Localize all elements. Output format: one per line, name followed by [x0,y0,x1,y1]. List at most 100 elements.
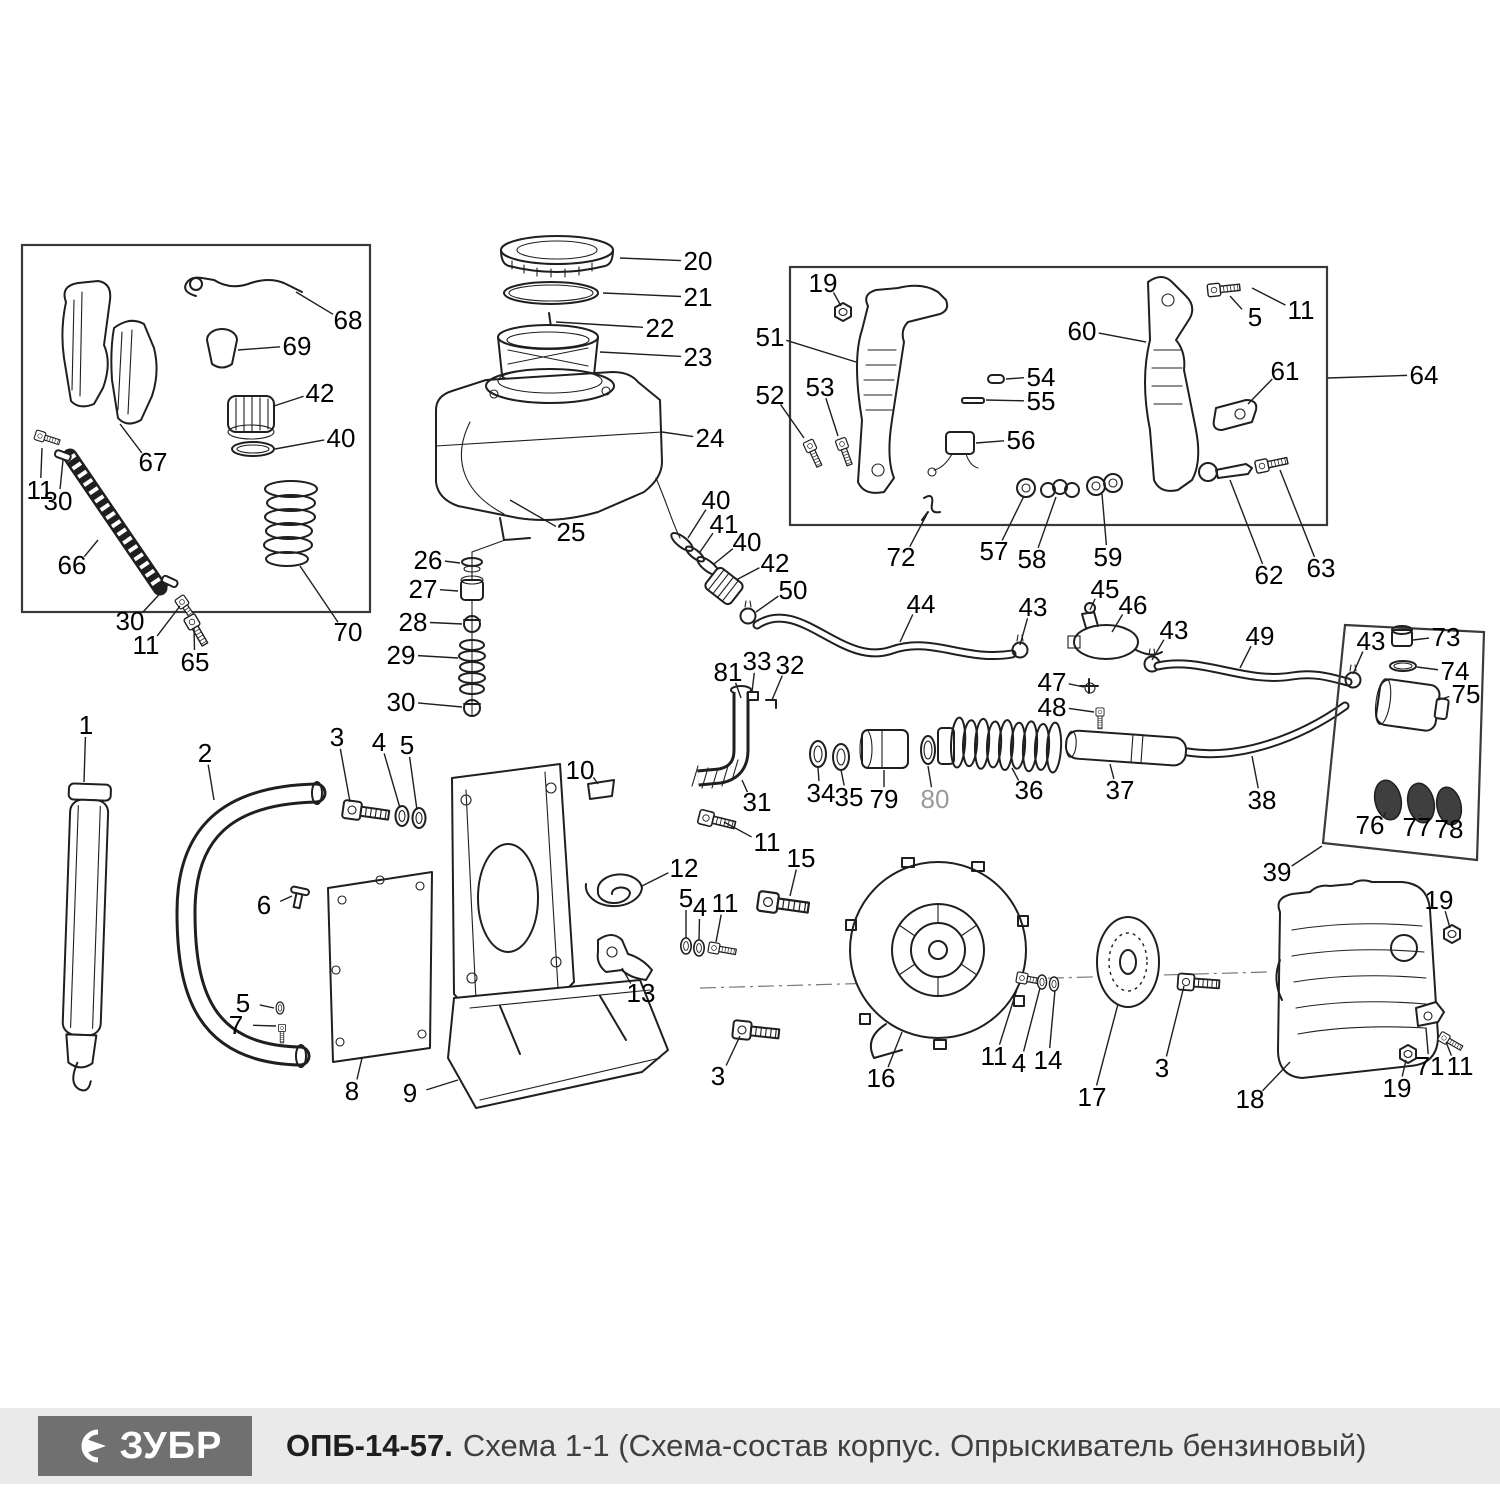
leader-line [621,967,632,984]
part-number-label: 67 [139,447,168,477]
leader-line [887,1031,903,1068]
leader-line [1437,695,1450,701]
part-number-label: 4 [1012,1048,1026,1078]
part-number-label: 11 [754,827,781,857]
leader-line [274,439,325,450]
leader-line [1089,598,1096,611]
part-number-label: 15 [787,843,816,873]
leader-line [771,675,783,701]
part-number-label: 43 [1019,592,1048,622]
hoses-and-throttle [752,602,1362,759]
leader-line [1109,763,1115,779]
leader-line [279,895,293,902]
part-number-label: 8 [345,1076,359,1106]
part-number-label: 61 [1271,356,1300,386]
part-number-label: 50 [779,575,808,605]
part-number-label: 44 [907,589,936,619]
part-number-label: 42 [761,548,790,578]
part-number-label: 64 [1410,360,1439,390]
part-number-label: 30 [44,486,73,516]
part-number-label: 75 [1452,679,1481,709]
leader-line [840,769,845,786]
leader-line [339,748,351,803]
part-number-label: 40 [327,423,356,453]
part-number-label: 71 [1416,1051,1445,1081]
leader-line [141,584,169,614]
leader-line [899,614,914,643]
leader-line [1251,287,1286,306]
frame-assembly [61,763,1465,1109]
part-number-label: 11 [133,630,160,660]
part-number-label: 6 [257,890,271,920]
footer-bar: ЗУБР ОПБ-14-57.Схема 1-1 (Схема-состав к… [0,1408,1500,1484]
leader-line [59,459,64,490]
part-number-label: 66 [58,550,87,580]
leader-line [1111,614,1124,633]
part-number-label: 72 [887,542,916,572]
leader-line [1412,637,1430,641]
leader-line [927,765,933,788]
leader-line [661,431,694,438]
tank-assembly [435,235,663,717]
part-number-label: 59 [1094,542,1123,572]
leader-line [1382,811,1387,818]
part-number-label: 4 [693,892,707,922]
part-number-label: 79 [870,784,899,814]
zubr-logo-icon [81,1429,106,1463]
part-number-label: 34 [807,778,836,808]
part-number-label: 43 [1357,626,1386,656]
leader-line [273,395,304,407]
mist-pipe-group [691,685,1188,789]
leader-line [641,872,669,887]
leader-line [408,756,418,811]
leader-line [1048,989,1056,1049]
leader-line [998,985,1019,1045]
leader-line [832,292,842,307]
leader-line [1251,755,1259,789]
leader-line [599,351,682,358]
leader-line [1279,469,1316,558]
part-number-label: 55 [1027,386,1056,416]
leader-line [444,560,461,564]
part-number-label: 65 [181,647,210,677]
part-number-label: 60 [1068,316,1097,346]
part-number-label: 43 [1160,615,1189,645]
leader-line [687,509,707,539]
part-number-label: 80 [921,784,950,814]
leader-line [1068,707,1095,713]
part-number-label: 52 [756,380,785,410]
part-number-label: 68 [334,305,363,335]
leader-line [295,291,334,315]
leader-line [1352,651,1364,675]
leader-line [299,565,339,623]
leader-line [439,588,459,592]
leader-line [1239,645,1252,669]
leader-line [207,764,215,801]
part-number-label: 11 [981,1041,1008,1071]
trigger-handle-parts-box [20,243,372,649]
part-number-label: 1 [79,710,93,740]
part-number-label: 13 [627,978,656,1008]
part-number-label: 73 [1432,622,1461,652]
leader-line [1247,378,1273,405]
part-number-label: 23 [684,342,713,372]
part-number-label: 78 [1435,814,1464,844]
leader-line [426,1079,459,1091]
leader-line [786,339,857,363]
blower-housing-drawing [845,857,1029,1059]
part-number-label: 19 [1425,885,1454,915]
leader-line [509,499,557,528]
part-number-label: 77 [1403,812,1432,842]
leader-line [715,914,722,943]
part-number-label: 10 [566,755,595,785]
leader-line [725,1035,741,1066]
part-number-label: 70 [334,617,363,647]
leader-line [1011,767,1020,781]
leader-line [779,404,805,439]
leader-line [619,257,682,262]
part-number-label: 45 [1091,574,1120,604]
part-number-label: 16 [867,1063,896,1093]
part-number-label: 5 [679,883,693,913]
clutch-disc-drawing [1096,916,1160,1008]
